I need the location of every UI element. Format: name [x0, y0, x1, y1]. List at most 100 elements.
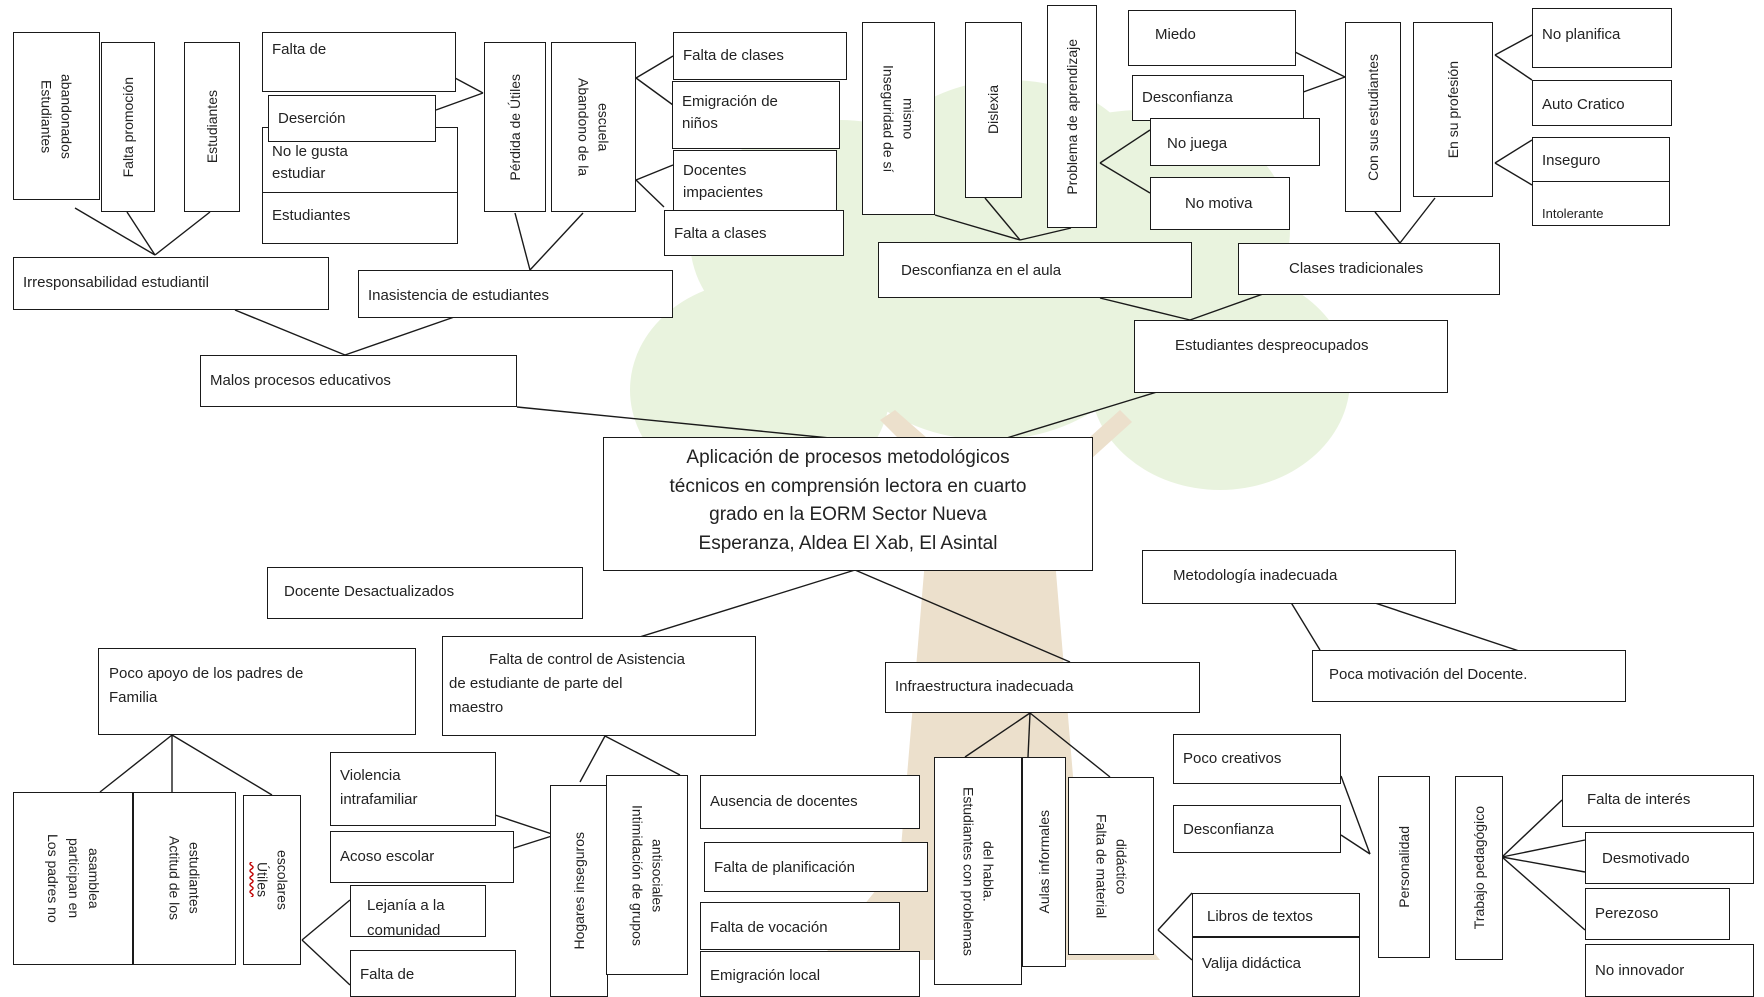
node-no-motiva-label: No motiva — [1185, 195, 1253, 212]
node-aulas-informales-label: Aulas informales — [1035, 810, 1052, 914]
node-poco-apoyo-padres: Poco apoyo de los padres de Familia — [98, 648, 416, 735]
node-desconfianza: Desconfianza — [1132, 75, 1304, 121]
node-metodologia-inadecuada-label: Metodología inadecuada — [1173, 567, 1338, 584]
node-inseguro-label: Inseguro — [1542, 152, 1601, 169]
node-con-sus-estudiantes: Con sus estudiantes — [1345, 22, 1401, 212]
node-desconfianza-en-el-aula: Desconfianza en el aula — [878, 242, 1192, 298]
central-topic-line-4: Esperanza, Aldea El Xab, El Asintal — [698, 532, 998, 554]
node-no-innovador-label: No innovador — [1595, 962, 1685, 979]
node-no-juega-label: No juega — [1167, 135, 1228, 152]
node-emigracion-line-2: niños — [682, 114, 718, 132]
node-trabajo-pedagogico-label: Trabajo pedagógico — [1470, 806, 1487, 930]
node-desmotivado: Desmotivado — [1585, 832, 1754, 884]
node-intolerante: Intolerante — [1532, 181, 1670, 226]
node-libros-label: Libros de textos — [1207, 908, 1313, 925]
node-intolerante-label: Intolerante — [1542, 206, 1604, 221]
node-falta-de-clases-label: Falta de clases — [683, 47, 784, 64]
node-hogares-inseguros-label: Hogares inseguros — [570, 832, 587, 950]
node-violencia-line-1: Violencia — [340, 767, 401, 784]
node-perezoso: Perezoso — [1585, 888, 1730, 940]
node-falta-promocion: Falta promoción — [101, 42, 155, 212]
node-no-innovador: No innovador — [1585, 944, 1754, 997]
node-falta-de-bottom-label: Falta de — [360, 966, 415, 983]
node-est-problemas-line-2: del habla. — [980, 840, 997, 902]
node-problema-aprendizaje-label: Problema de aprendizaje — [1063, 38, 1080, 195]
node-emigracion-de-ninos: Emigración de niños — [672, 81, 840, 149]
node-docentes-impacientes: Docentes impacientes — [673, 150, 837, 212]
node-est-problemas-line-1: Estudiantes con problemas — [960, 786, 976, 956]
central-topic-line-3: grado en la EORM Sector Nueva — [709, 504, 987, 525]
node-clases-tradicionales: Clases tradicionales — [1238, 243, 1500, 295]
node-en-su-profesion-label: En su profesión — [1444, 60, 1461, 159]
node-en-su-profesion: En su profesión — [1413, 22, 1493, 197]
node-miedo-label: Miedo — [1155, 26, 1196, 43]
node-falta-material-line-2: didáctico — [1113, 838, 1130, 894]
node-estudiantes-abandonados-line-1: Estudiantes — [38, 79, 55, 153]
node-desercion-label: Deserción — [278, 110, 346, 127]
node-problema-de-aprendizaje: Problema de aprendizaje — [1047, 5, 1097, 228]
node-docente-desactualizados-label: Docente Desactualizados — [284, 583, 455, 600]
node-malos-procesos: Malos procesos educativos — [200, 355, 517, 407]
node-acoso-escolar-label: Acoso escolar — [340, 848, 435, 865]
node-estudiantes-abandonados-line-2: abandonados — [58, 73, 75, 159]
node-desconfianza-bottom-label: Desconfianza — [1183, 821, 1274, 838]
node-desercion: Deserción — [268, 95, 436, 142]
node-falta-de-clases: Falta de clases — [673, 32, 847, 80]
node-con-sus-estudiantes-label: Con sus estudiantes — [1364, 53, 1381, 181]
node-auto-cratico-label: Auto Cratico — [1542, 96, 1625, 113]
node-inasistencia-label: Inasistencia de estudiantes — [368, 287, 549, 304]
node-inseguridad-line-1: Inseguridad de sí — [880, 64, 897, 173]
node-no-planifica-label: No planifica — [1542, 26, 1621, 43]
node-falta-de: Falta de — [262, 32, 456, 92]
node-inseguridad-line-2: mismo — [900, 97, 917, 140]
central-topic-line-2: técnicos en comprensión lectora en cuart… — [669, 475, 1027, 497]
node-infraestructura-inadecuada: Infraestructura inadecuada — [885, 662, 1200, 713]
node-valija-didactica: Valija didáctica — [1192, 937, 1360, 997]
node-estudiantes-label: Estudiantes — [203, 90, 220, 164]
node-padres-no-line-3: asamblea — [85, 848, 102, 909]
node-estudiantes-2-label: Estudiantes — [272, 207, 351, 224]
node-estudiantes: Estudiantes — [184, 42, 240, 212]
node-perdida-de-utiles-label: Pérdida de Útiles — [506, 73, 523, 181]
node-metodologia-inadecuada: Metodología inadecuada — [1142, 550, 1456, 604]
node-irresponsabilidad-label: Irresponsabilidad estudiantil — [23, 274, 209, 291]
node-inasistencia: Inasistencia de estudiantes — [358, 270, 673, 318]
node-violencia-line-2: intrafamiliar — [340, 791, 418, 808]
node-libros-de-textos: Libros de textos — [1192, 893, 1360, 937]
node-abandono-line-1: Abandono de la — [575, 77, 592, 177]
node-perezoso-label: Perezoso — [1595, 905, 1659, 922]
node-no-planifica: No planifica — [1532, 8, 1672, 68]
central-topic-line-1: Aplicación de procesos metodológicos — [686, 447, 1010, 468]
node-poco-creativos: Poco creativos — [1173, 734, 1341, 784]
node-padres-no-line-2: participan en — [65, 838, 82, 919]
node-infraestructura-label: Infraestructura inadecuada — [895, 678, 1074, 695]
central-topic-box: Aplicación de procesos metodológicos téc… — [603, 437, 1093, 571]
node-falta-de-interes: Falta de interés — [1562, 775, 1754, 827]
node-poco-apoyo-line-1: Poco apoyo de los padres de — [109, 665, 304, 682]
node-docente-desactualizados: Docente Desactualizados — [267, 567, 583, 619]
node-falta-a-clases: Falta a clases — [664, 210, 844, 256]
node-personalidad-label: Personalidad — [1395, 826, 1412, 908]
node-no-motiva: No motiva — [1150, 177, 1290, 230]
node-no-juega: No juega — [1150, 118, 1320, 166]
node-falta-planificacion: Falta de planificación — [704, 842, 928, 892]
node-poco-apoyo-line-2: Familia — [109, 689, 158, 706]
node-falta-a-clases-label: Falta a clases — [674, 225, 767, 242]
node-valija-label: Valija didáctica — [1202, 955, 1301, 972]
node-padres-no-line-1: Los padres no — [44, 834, 61, 923]
node-emigracion-local-label: Emigración local — [710, 967, 821, 984]
node-desmotivado-label: Desmotivado — [1602, 850, 1690, 867]
node-violencia-intrafamiliar: Violencia intrafamiliar — [330, 752, 496, 826]
node-perdida-de-utiles: Pérdida de Útiles — [484, 42, 546, 212]
node-falta-vocacion: Falta de vocación — [700, 902, 900, 950]
node-ausencia-docentes: Ausencia de docentes — [700, 775, 920, 829]
node-acoso-escolar: Acoso escolar — [330, 831, 514, 883]
node-personalidad: Personalidad — [1378, 776, 1430, 958]
node-intimidacion-line-2: antisociales — [649, 838, 666, 912]
